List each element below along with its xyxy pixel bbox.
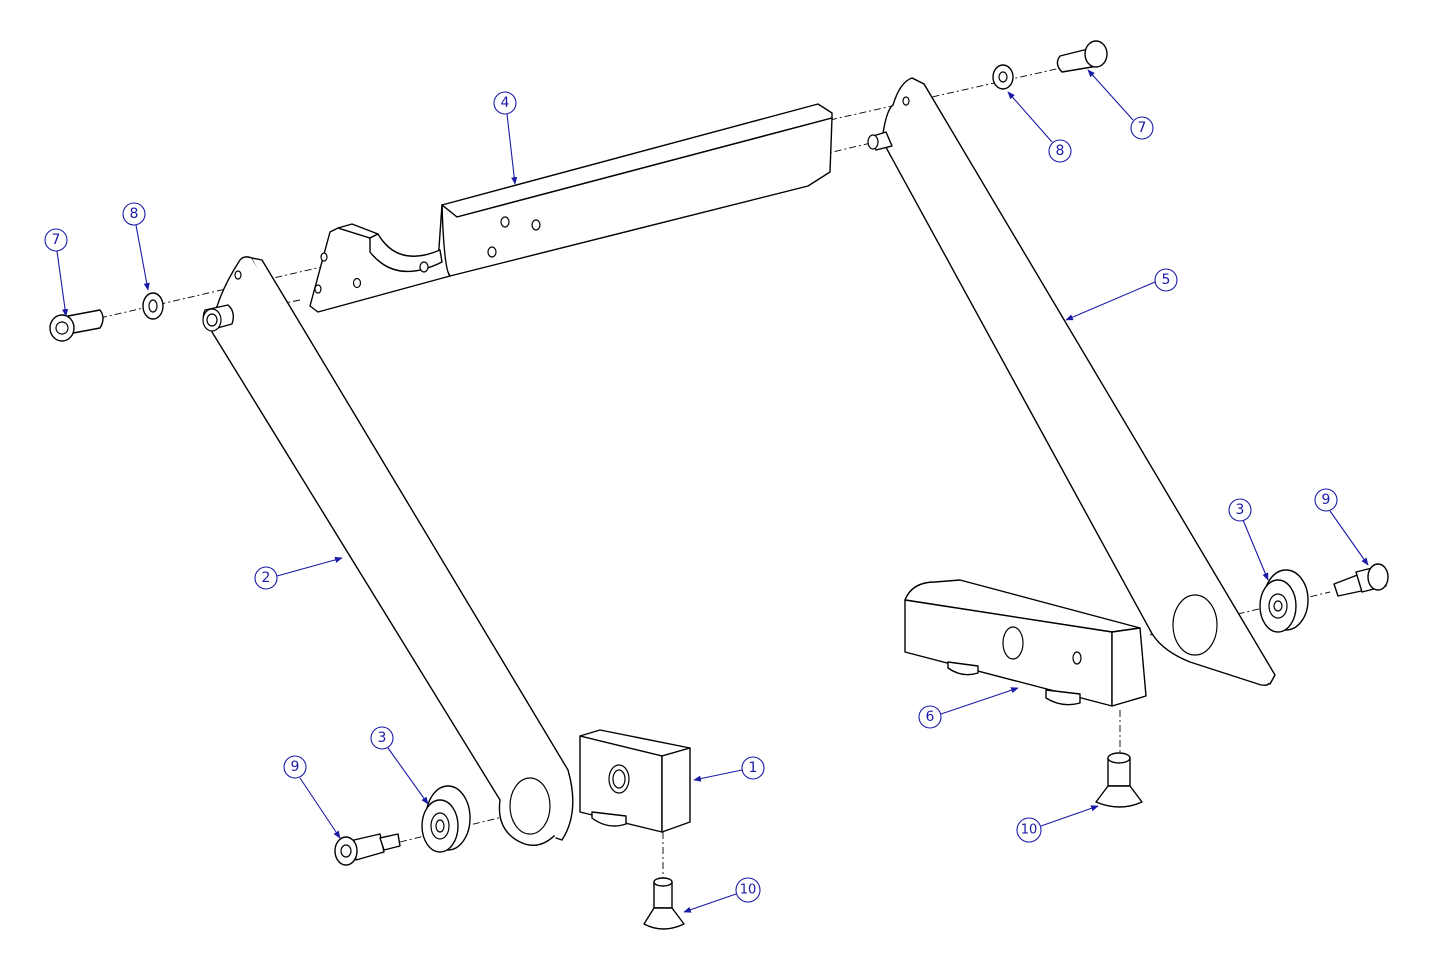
part-4-top-bracket <box>309 103 833 313</box>
balloon-5-label: 5 <box>1162 272 1171 288</box>
balloon-1-label: 1 <box>749 760 758 776</box>
balloon-7-left-label: 7 <box>52 232 61 248</box>
balloon-8-right: 8 <box>1007 91 1072 163</box>
balloon-6: 6 <box>918 687 1019 729</box>
screw-7-left <box>49 309 104 342</box>
flat-screw-10-right <box>1095 752 1143 808</box>
screw-7-right <box>1056 40 1108 73</box>
balloon-4-label: 4 <box>501 95 510 111</box>
balloon-9-left: 9 <box>283 755 341 839</box>
balloon-10-right-label: 10 <box>1021 823 1038 838</box>
bearing-3-right <box>1259 569 1309 633</box>
balloon-8-left: 8 <box>122 202 150 291</box>
balloon-2: 2 <box>254 556 343 590</box>
bearing-3-left <box>421 785 471 853</box>
balloon-9-right: 9 <box>1314 488 1369 566</box>
flat-screw-10-left <box>643 877 685 930</box>
balloon-9-left-label: 9 <box>291 759 300 775</box>
balloon-7-right-label: 7 <box>1138 120 1147 136</box>
balloon-8-right-label: 8 <box>1056 143 1065 159</box>
balloon-10-left: 10 <box>683 877 761 913</box>
balloon-8-left-label: 8 <box>130 206 139 222</box>
balloon-3-left-label: 3 <box>378 730 387 746</box>
balloon-2-label: 2 <box>262 570 271 586</box>
balloon-6-label: 6 <box>926 709 935 725</box>
balloon-3-right-label: 3 <box>1236 502 1245 518</box>
shoulder-screw-9-right <box>1333 563 1389 597</box>
part-1-left-block <box>579 729 691 833</box>
balloon-4: 4 <box>493 91 518 185</box>
washer-8-left <box>142 292 164 320</box>
shoulder-screw-9-left <box>334 833 401 866</box>
part-6-right-block <box>904 579 1147 707</box>
part-5-right-arm <box>867 77 1276 687</box>
balloon-9-right-label: 9 <box>1322 492 1331 508</box>
balloon-5: 5 <box>1065 268 1178 321</box>
balloon-7-right: 7 <box>1087 69 1154 140</box>
balloon-7-left: 7 <box>44 228 69 317</box>
balloon-10-left-label: 10 <box>740 883 757 898</box>
part-2-left-arm <box>202 256 574 846</box>
balloon-3-left: 3 <box>370 726 429 805</box>
balloon-3-right: 3 <box>1228 498 1269 581</box>
washer-8-right <box>992 64 1014 90</box>
balloon-10-right: 10 <box>1016 805 1099 843</box>
balloon-1: 1 <box>693 756 765 782</box>
